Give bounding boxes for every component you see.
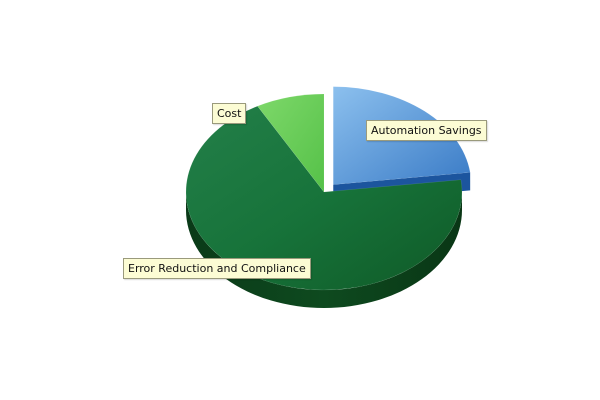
pie-slice-side-error-reduction-and-compliance (186, 192, 462, 308)
slice-label-error-reduction-and-compliance: Error Reduction and Compliance (123, 258, 311, 279)
pie-slice-cost[interactable] (257, 93, 325, 193)
pie-slice-error-reduction-and-compliance[interactable] (185, 105, 463, 291)
slice-label-cost: Cost (212, 103, 247, 124)
slice-label-automation-savings: Automation Savings (366, 120, 487, 141)
